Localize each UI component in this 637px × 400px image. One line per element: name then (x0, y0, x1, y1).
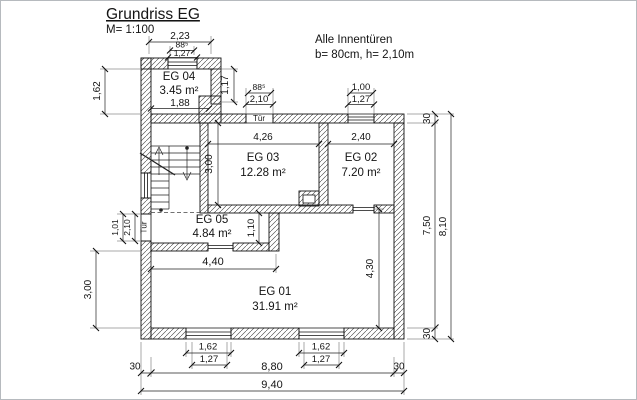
room-name: EG 05 (196, 214, 229, 226)
dim-eg04-inner-width: 1,88 (170, 98, 190, 109)
room-name: EG 04 (163, 71, 196, 83)
room-area: 3.45 m² (160, 85, 199, 97)
dim-entry-door-width: 1,01 (110, 219, 120, 236)
room-name: EG 03 (247, 152, 280, 164)
room-name: EG 02 (345, 152, 378, 164)
dim-eg01-left: 3,00 (83, 279, 94, 299)
dim-window2-outer: 1,62 (312, 342, 331, 353)
scale-label: M= 1:100 (106, 24, 154, 36)
dim-eg02-width: 2,40 (351, 132, 371, 143)
doors-layer (140, 113, 375, 251)
dimension-lines (92, 38, 455, 395)
room-label-eg01: EG 01 31.91 m² (252, 286, 298, 313)
dim-eg02-window-glass: 1,00 (352, 82, 371, 93)
chimney-flue (302, 194, 316, 204)
dim-hall-door-width: 88⁵ (253, 82, 266, 92)
dim-window1-glass: 1,27 (200, 354, 219, 365)
note-line1: Alle Innentüren (315, 34, 392, 46)
dim-eg04-top-window: 1,27 (174, 48, 191, 58)
wall-right (393, 122, 405, 340)
wall-eg05-right (268, 212, 280, 252)
room-area: 7.20 m² (342, 167, 381, 179)
wall-left-upper (140, 57, 152, 174)
dim-eg05-depth: 1,10 (246, 219, 257, 238)
room-name: EG 01 (259, 286, 292, 298)
room-area: 4.84 m² (193, 228, 232, 240)
dim-bottom-wall-left: 30 (129, 362, 141, 373)
door-hall-eg03 (245, 113, 274, 124)
window-eg01-left (185, 327, 232, 340)
dim-eg04-top-outer: 2,23 (170, 31, 190, 42)
staircase (139, 145, 200, 213)
dim-right-inner: 7,50 (422, 215, 433, 235)
dim-bottom-wall-right: 30 (393, 362, 405, 373)
dim-eg03-width: 4,26 (253, 132, 273, 143)
wall-eg02-eg03 (318, 122, 329, 206)
dim-eg04-right: 1,17 (220, 75, 231, 95)
dim-hall-door-height: 2,10 (250, 94, 269, 105)
stair-bottom-dot (159, 208, 163, 212)
note-line2: b= 80cm, h= 2,10m (315, 49, 414, 61)
opening-eg05-eg01 (207, 243, 234, 251)
entry-door-label: Tür (140, 221, 149, 233)
wall-top-1 (150, 113, 247, 124)
window-stair-left (140, 172, 152, 199)
wall-stair-east (199, 122, 209, 214)
room-label-eg02: EG 02 7.20 m² (342, 152, 381, 179)
room-area: 12.28 m² (240, 167, 286, 179)
dimension-labels: 2,23 88⁵ 1,27 1,88 88⁵ 2,10 1,00 1,27 Tü… (83, 31, 449, 391)
hall-door-label: Tür (253, 114, 265, 123)
wall-bottom-1 (150, 327, 187, 340)
wall-south-eg03-1 (207, 204, 354, 214)
dim-eg01-right: 4,30 (365, 258, 376, 278)
walls-layer (140, 57, 405, 340)
room-label-eg05: EG 05 4.84 m² (193, 214, 232, 240)
wall-annex-top-right (196, 57, 222, 70)
wall-left-lower (140, 240, 152, 340)
dim-eg02-window-outer: 1,27 (352, 94, 371, 105)
room-label-eg04: EG 04 3.45 m² (160, 71, 199, 97)
dim-right-wall-bottom: 30 (422, 328, 433, 340)
window-eg04-top (167, 57, 198, 70)
door-eg02-eg01 (352, 205, 375, 213)
room-area: 31.91 m² (252, 301, 298, 313)
wall-top-2 (272, 113, 349, 124)
dim-entry-door-height: 2,10 (122, 219, 132, 236)
stair-up-arrow (154, 146, 164, 175)
wall-eg05-south-2 (232, 242, 270, 252)
dim-window1-outer: 1,62 (199, 342, 218, 353)
window-eg02-top (347, 113, 375, 124)
stair-break-line (139, 152, 176, 176)
dim-bottom-inner: 8,80 (261, 361, 282, 373)
wall-annex-top-left (140, 57, 169, 70)
wall-left-mid (140, 197, 152, 215)
room-label-eg03: EG 03 12.28 m² (240, 152, 286, 179)
window-eg01-right (298, 327, 345, 340)
dim-window2-glass: 1,27 (312, 354, 331, 365)
dim-right-total: 8,10 (438, 216, 449, 236)
wall-eg05-south-1 (150, 242, 209, 252)
dim-right-wall-top: 30 (422, 113, 433, 125)
stair-down-arrow (182, 148, 192, 181)
wall-bottom-2 (230, 327, 300, 340)
dim-eg04-left: 1,62 (92, 81, 103, 101)
page-title: Grundriss EG (106, 6, 200, 23)
dim-eg05-width: 4,40 (202, 256, 223, 268)
dim-eg03-depth: 3,00 (204, 154, 215, 174)
wall-bottom-3 (343, 327, 395, 340)
wall-top-3 (373, 113, 405, 124)
door-entry (140, 213, 152, 242)
dim-eg04-top-door: 88⁵ (176, 40, 189, 50)
dim-bottom-total: 9,40 (261, 379, 282, 391)
